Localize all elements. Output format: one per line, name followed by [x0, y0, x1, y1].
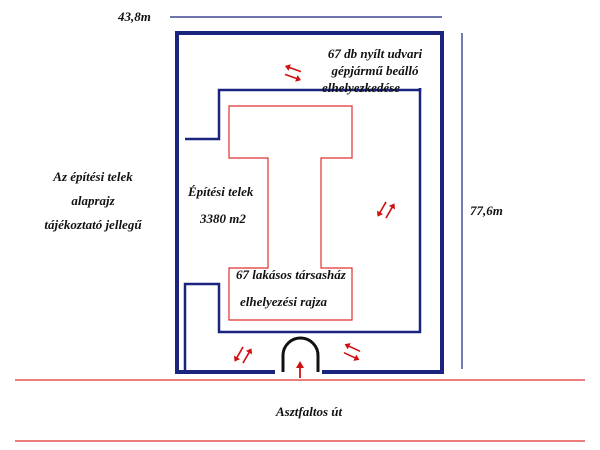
gate-arc-icon — [281, 336, 320, 372]
parking-note-line3: elhelyezkedése — [322, 80, 400, 95]
double-arrow-icon — [230, 341, 256, 369]
plot-boundary-outline — [175, 31, 444, 374]
double-arrow-icon — [373, 196, 399, 224]
double-arrow-icon — [280, 61, 306, 85]
left-note-line1: Az építési telek — [53, 169, 133, 184]
left-note-line2: alaprajz — [71, 193, 115, 208]
plot-note-line2: 3380 m2 — [200, 211, 246, 226]
driveway-lower-outline — [183, 88, 422, 372]
up-arrow-icon — [295, 360, 305, 379]
building-footprint-outline — [228, 105, 353, 321]
road-label: Asztfaltos út — [276, 404, 343, 419]
width-dimension-label: 43,8m — [118, 9, 151, 24]
left-note-line3: tájékoztató jellegű — [44, 217, 142, 232]
parking-note-line2: gépjármű beálló — [331, 63, 419, 78]
driveway-outline — [185, 88, 422, 141]
plot-note-line1: Építési telek — [188, 184, 254, 199]
building-note-line1: 67 lakásos társasház — [236, 267, 346, 282]
double-arrow-icon — [338, 340, 366, 364]
height-dimension-label: 77,6m — [470, 203, 503, 218]
building-note-line2: elhelyezési rajza — [240, 294, 328, 309]
parking-note-line1: 67 db nyílt udvari — [327, 46, 423, 61]
